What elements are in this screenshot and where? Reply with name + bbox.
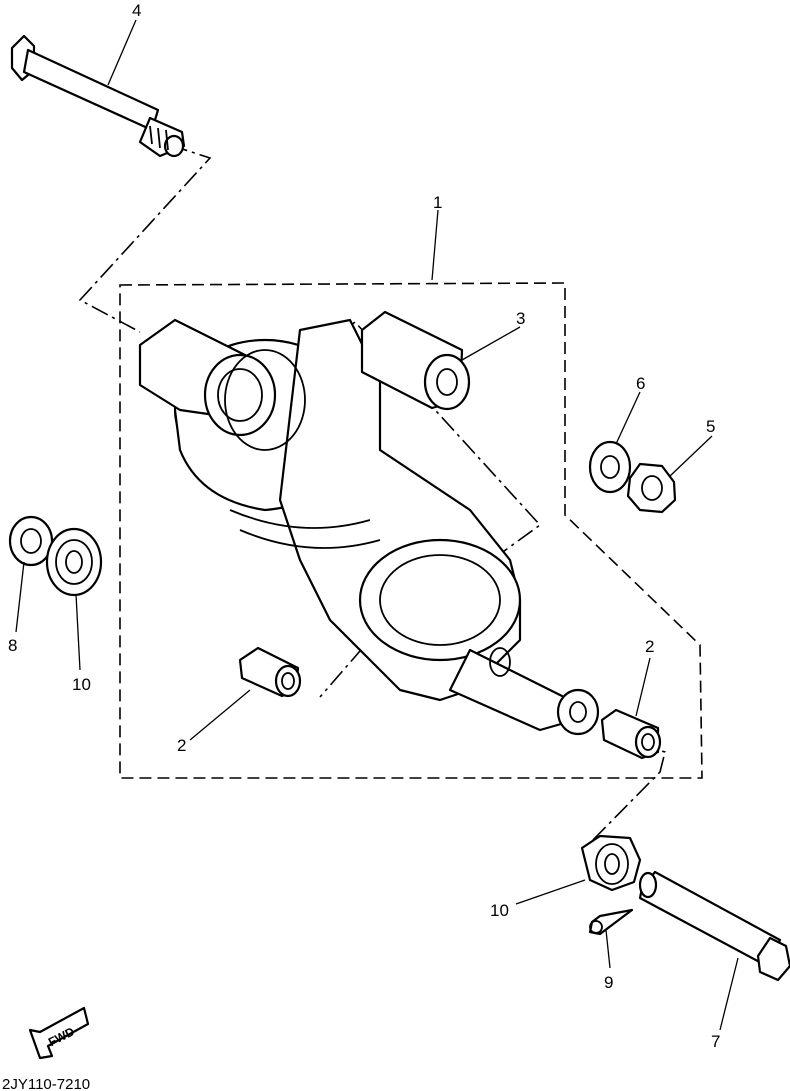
upper-collar <box>360 310 471 411</box>
callout-6: 6 <box>636 374 645 393</box>
upper-mounting-bolt <box>10 34 186 158</box>
washer-6 <box>588 440 632 494</box>
bush-2-right <box>600 708 662 760</box>
lower-mounting-pin <box>638 870 790 982</box>
leader-lines <box>15 19 739 1031</box>
callout-7: 7 <box>711 1032 720 1051</box>
oil-seal-10-right <box>580 834 642 892</box>
centerline-lower-mount <box>584 744 666 849</box>
callout-10-left: 10 <box>72 675 91 694</box>
fwd-arrow-icon: FWD <box>28 1006 90 1060</box>
callout-8: 8 <box>8 636 17 655</box>
callout-1: 1 <box>433 193 442 212</box>
callout-9: 9 <box>604 973 613 992</box>
centerline-bolt-upper <box>78 144 212 333</box>
shock-absorber <box>138 318 600 736</box>
callout-4: 4 <box>132 1 141 20</box>
callout-3: 3 <box>516 309 525 328</box>
nut-5 <box>626 462 677 514</box>
oil-seal-10-left <box>45 527 103 597</box>
bush-2-left <box>238 646 302 698</box>
cotter-pin-9 <box>588 908 634 936</box>
callout-2-left: 2 <box>177 736 186 755</box>
washer-8 <box>8 515 54 567</box>
callout-5: 5 <box>706 417 715 436</box>
callout-10-right: 10 <box>490 901 509 920</box>
callout-2-right: 2 <box>645 637 654 656</box>
assembly-boundary <box>119 282 703 779</box>
diagram-code: 2JY110-7210 <box>2 1076 90 1091</box>
